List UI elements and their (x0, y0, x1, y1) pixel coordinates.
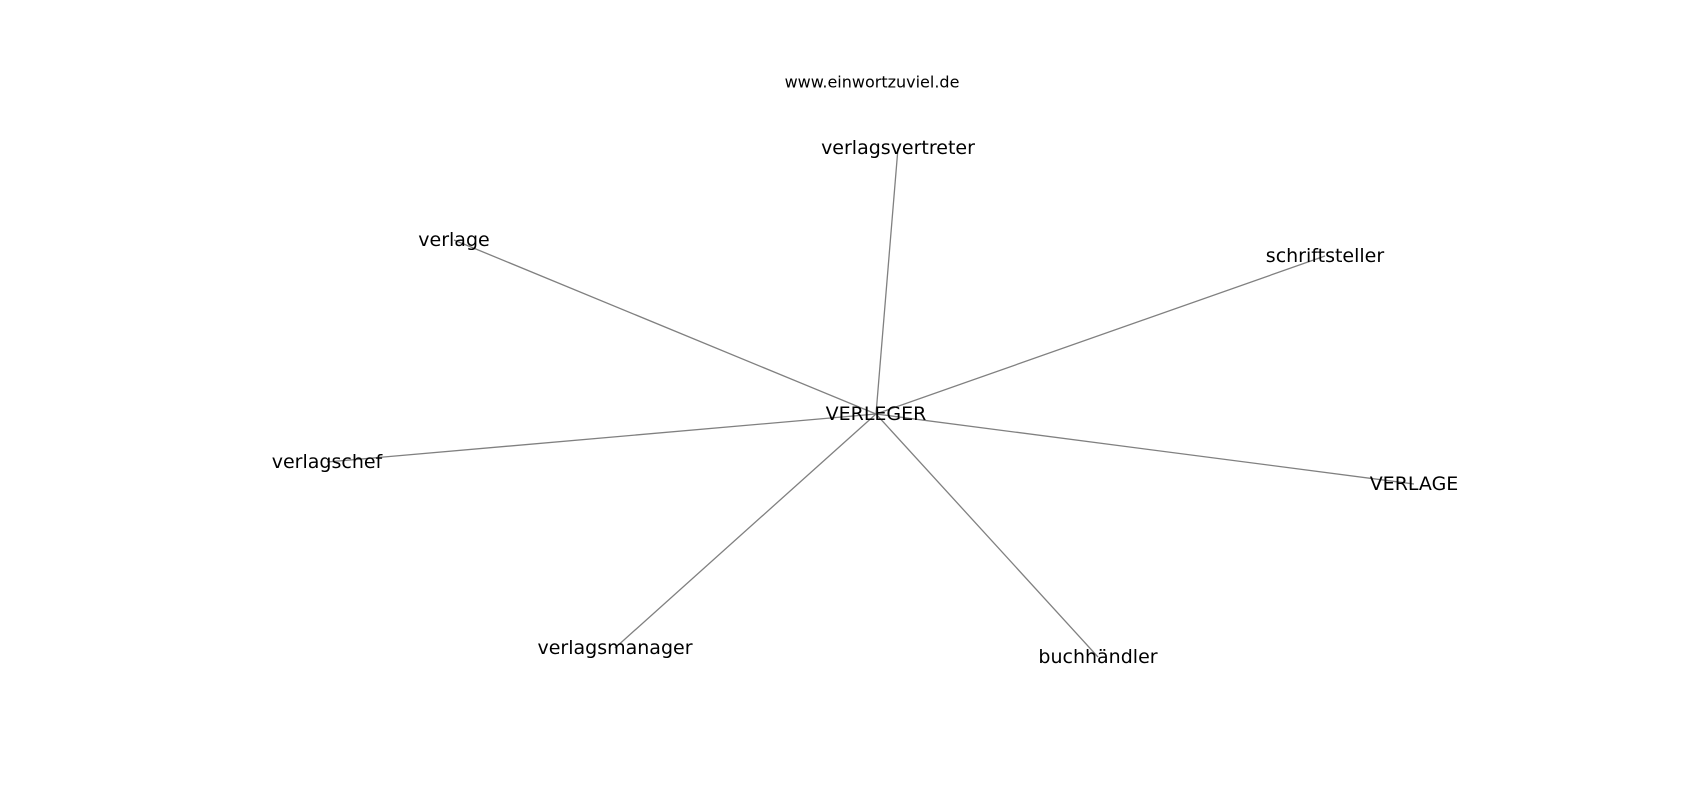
edge-verleger-schriftsteller (875, 255, 1326, 415)
edge-verleger-verlagsvertreter (875, 147, 899, 415)
node-verlagschef: verlagschef (272, 451, 384, 473)
edge-verleger-verlage (453, 239, 877, 415)
node-verlagsvertreter: verlagsvertreter (821, 137, 975, 159)
edge-verleger-verlage-upper (875, 413, 1415, 485)
edge-verleger-buchhaendler (875, 413, 1099, 658)
node-verlagsmanager: verlagsmanager (537, 637, 692, 659)
node-verlage-upper: VERLAGE (1370, 473, 1459, 495)
node-schriftsteller: schriftsteller (1266, 245, 1385, 267)
node-verlage: verlage (418, 229, 489, 251)
edge-verleger-verlagschef (326, 413, 877, 463)
site-title: www.einwortzuviel.de (785, 73, 960, 92)
node-verleger: VERLEGER (826, 403, 927, 425)
node-buchhaendler: buchhändler (1038, 646, 1157, 668)
edge-verleger-verlagsmanager (614, 413, 877, 649)
edges (326, 147, 1415, 658)
